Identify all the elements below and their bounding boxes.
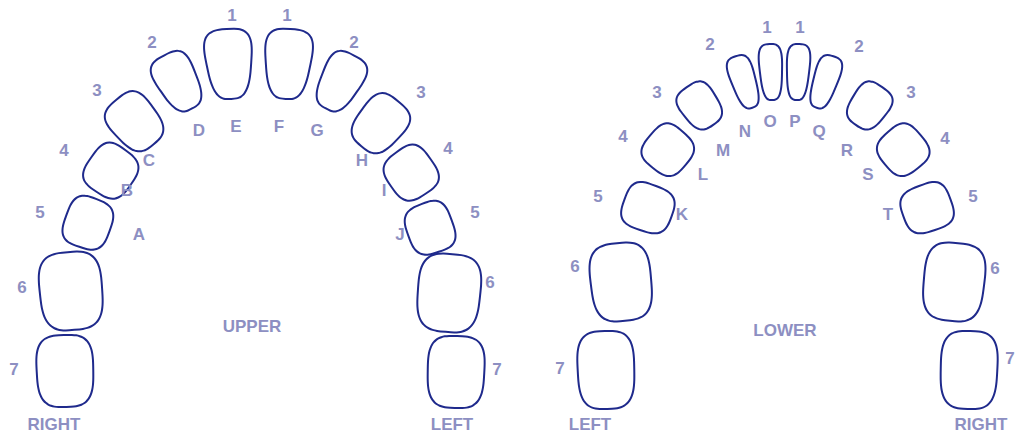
tooth-outline xyxy=(265,29,313,99)
tooth-number: 5 xyxy=(593,188,602,205)
tooth-number: 7 xyxy=(555,360,564,377)
tooth-letter: E xyxy=(230,118,241,135)
tooth-number: 1 xyxy=(227,7,236,24)
side-label: RIGHT xyxy=(28,416,81,433)
tooth-outline xyxy=(577,331,634,409)
tooth-number: 2 xyxy=(147,34,156,51)
tooth-number: 4 xyxy=(443,140,452,157)
tooth-outline xyxy=(317,51,368,112)
side-label: LEFT xyxy=(431,416,474,433)
tooth-number: 7 xyxy=(1005,350,1014,367)
tooth-outline xyxy=(847,81,893,129)
tooth-letter: M xyxy=(716,142,730,159)
tooth-letter: S xyxy=(862,166,873,183)
tooth-number: 7 xyxy=(492,361,501,378)
tooth-number: 2 xyxy=(349,34,358,51)
tooth-number: 5 xyxy=(470,204,479,221)
tooth-number: 5 xyxy=(968,188,977,205)
tooth-letter: O xyxy=(763,113,776,130)
tooth-outline xyxy=(417,254,481,333)
tooth-outline xyxy=(36,335,93,407)
tooth-outline xyxy=(877,123,930,176)
tooth-number: 3 xyxy=(92,82,101,99)
tooth-letter: L xyxy=(698,166,708,183)
tooth-letter: N xyxy=(739,123,751,140)
tooth-number: 7 xyxy=(9,361,18,378)
tooth-outline xyxy=(810,55,842,108)
tooth-number: 2 xyxy=(854,38,863,55)
tooth-outline xyxy=(62,196,113,250)
tooth-number: 4 xyxy=(618,128,627,145)
tooth-letter: C xyxy=(143,152,155,169)
tooth-letter: I xyxy=(382,182,387,199)
tooth-outline xyxy=(83,143,138,199)
tooth-letter: B xyxy=(121,182,133,199)
tooth-letter: T xyxy=(883,206,893,223)
tooth-outline xyxy=(151,51,202,112)
tooth-outline xyxy=(590,242,652,321)
tooth-number: 3 xyxy=(416,84,425,101)
tooth-number: 1 xyxy=(795,19,804,36)
tooth-letter: P xyxy=(789,113,800,130)
tooth-outline xyxy=(39,252,103,331)
tooth-number: 3 xyxy=(652,84,661,101)
tooth-number: 6 xyxy=(17,279,26,296)
tooth-letter: G xyxy=(310,122,323,139)
side-label: RIGHT xyxy=(955,416,1008,433)
tooth-outline xyxy=(352,93,411,153)
tooth-letter: A xyxy=(133,226,145,243)
tooth-outline xyxy=(676,81,722,129)
tooth-outline xyxy=(759,44,782,100)
tooth-outline xyxy=(923,242,985,321)
tooth-number: 4 xyxy=(940,130,949,147)
tooth-outline xyxy=(621,182,675,233)
tooth-outline xyxy=(405,201,456,255)
tooth-outline xyxy=(787,44,810,100)
tooth-letter: J xyxy=(395,226,404,243)
tooth-letter: K xyxy=(676,206,688,223)
side-label: LEFT xyxy=(569,416,612,433)
tooth-outline xyxy=(900,182,954,233)
tooth-outline xyxy=(641,123,694,176)
tooth-number: 1 xyxy=(282,7,291,24)
tooth-outline xyxy=(727,55,759,108)
tooth-letter: F xyxy=(274,118,284,135)
tooth-outline xyxy=(384,145,439,201)
arch-label: LOWER xyxy=(753,322,816,339)
tooth-number: 3 xyxy=(906,84,915,101)
tooth-number: 6 xyxy=(570,258,579,275)
tooth-outline xyxy=(428,336,485,408)
tooth-number: 1 xyxy=(762,19,771,36)
tooth-letter: R xyxy=(841,142,853,159)
tooth-number: 6 xyxy=(990,260,999,277)
arch-label: UPPER xyxy=(223,318,282,335)
tooth-number: 4 xyxy=(59,142,68,159)
tooth-letter: H xyxy=(356,152,368,169)
tooth-number: 2 xyxy=(705,36,714,53)
tooth-letter: D xyxy=(193,122,205,139)
tooth-number: 6 xyxy=(485,274,494,291)
tooth-number: 5 xyxy=(35,204,44,221)
tooth-outline xyxy=(941,331,998,409)
tooth-outline xyxy=(204,29,252,99)
tooth-letter: Q xyxy=(812,123,825,140)
